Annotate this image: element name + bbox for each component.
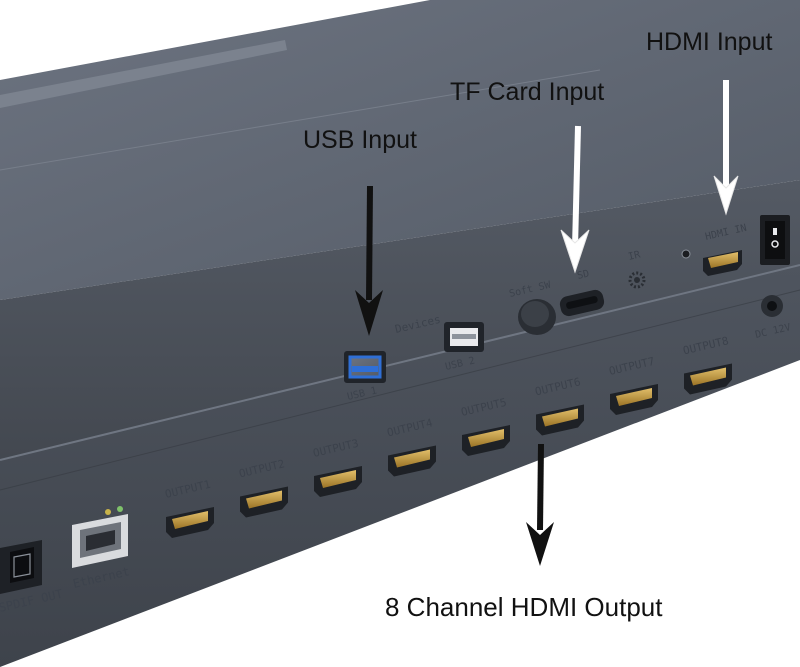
usb-port-1 <box>344 351 386 383</box>
tf-card-input-callout: TF Card Input <box>450 78 605 106</box>
power-switch <box>760 215 790 265</box>
ir-sensor-icon <box>628 271 646 289</box>
arrow-usb-input <box>355 185 383 336</box>
arrow-hdmi-input <box>713 80 739 216</box>
ethernet-port <box>72 506 128 568</box>
status-led <box>681 249 691 259</box>
usb-port-2 <box>444 322 484 352</box>
hdmi-input-callout: HDMI Input <box>646 28 773 56</box>
sd-label: SD <box>576 268 590 281</box>
usb-input-callout: USB Input <box>303 126 417 154</box>
hdmi-output-callout: 8 Channel HDMI Output <box>385 592 663 622</box>
spdif-port <box>0 540 42 594</box>
vent-strip <box>0 40 287 108</box>
arrow-tf-card-input <box>560 125 590 274</box>
tf-card-slot <box>559 289 605 317</box>
soft-switch-button <box>518 299 556 335</box>
arrow-hdmi-output <box>526 443 554 566</box>
dc-jack <box>761 295 783 317</box>
chassis-front-upper <box>0 180 800 460</box>
chassis-top <box>0 0 800 300</box>
hdmi-in-port <box>703 250 742 276</box>
ir-label: IR <box>627 249 642 263</box>
